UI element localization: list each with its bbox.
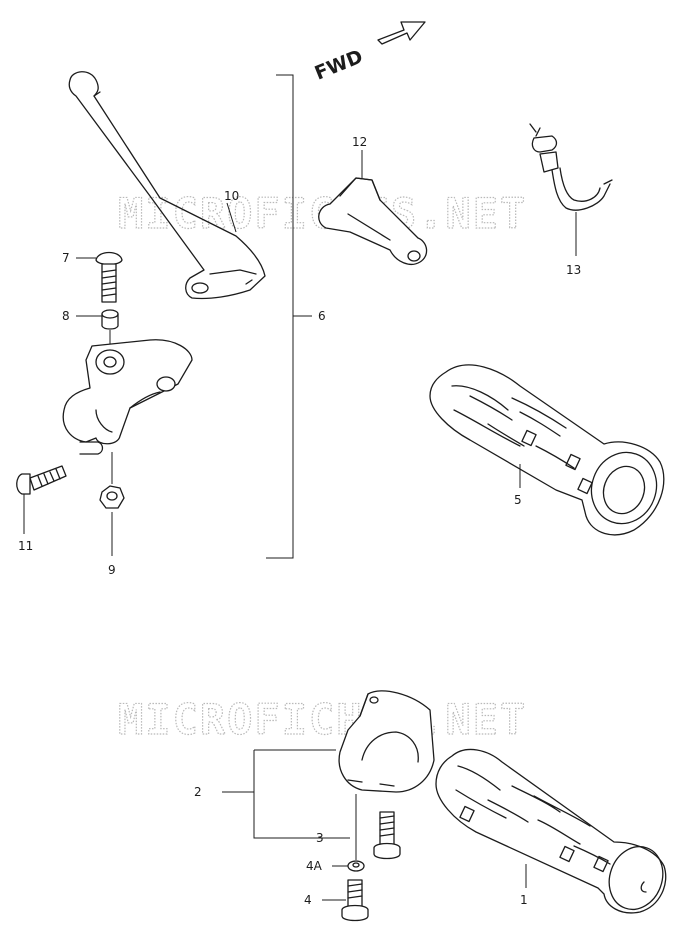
callout-7: 7	[62, 251, 70, 265]
callout-6: 6	[318, 309, 326, 323]
part-10-brake-lever	[68, 71, 266, 300]
part-3-screw	[373, 811, 401, 860]
assembly-bracket-6	[266, 74, 312, 559]
part-5-grip	[429, 364, 665, 536]
part-2-switch-housing	[338, 690, 435, 793]
part-12-bracket	[318, 177, 428, 265]
watermark-bottom: MICROFICHES.NET	[118, 695, 527, 744]
callout-3: 3	[316, 831, 324, 845]
part-9-nut	[99, 485, 125, 509]
callout-8: 8	[62, 309, 70, 323]
forward-direction-indicator: FWD	[312, 21, 426, 85]
callout-10: 10	[224, 189, 239, 203]
fwd-label: FWD	[312, 46, 366, 85]
lever-holder-bracket	[62, 339, 193, 455]
callout-4a: 4A	[306, 859, 323, 873]
part-13-switch-wire	[529, 123, 613, 211]
callout-1: 1	[520, 893, 528, 907]
callout-11: 11	[18, 539, 33, 553]
forward-arrow-icon	[377, 21, 426, 45]
callout-4: 4	[304, 893, 312, 907]
callout-9: 9	[108, 563, 116, 577]
callout-13: 13	[566, 263, 581, 277]
callout-12: 12	[352, 135, 367, 149]
part-4a-washer	[347, 860, 365, 872]
callout-5: 5	[514, 493, 522, 507]
part-11-screw	[16, 465, 67, 495]
part-7-pivot-screw	[95, 251, 123, 303]
part-4-screw	[341, 879, 369, 922]
callout-2: 2	[194, 785, 202, 799]
part-8-collar	[101, 309, 119, 330]
part-1-grip	[435, 748, 667, 914]
